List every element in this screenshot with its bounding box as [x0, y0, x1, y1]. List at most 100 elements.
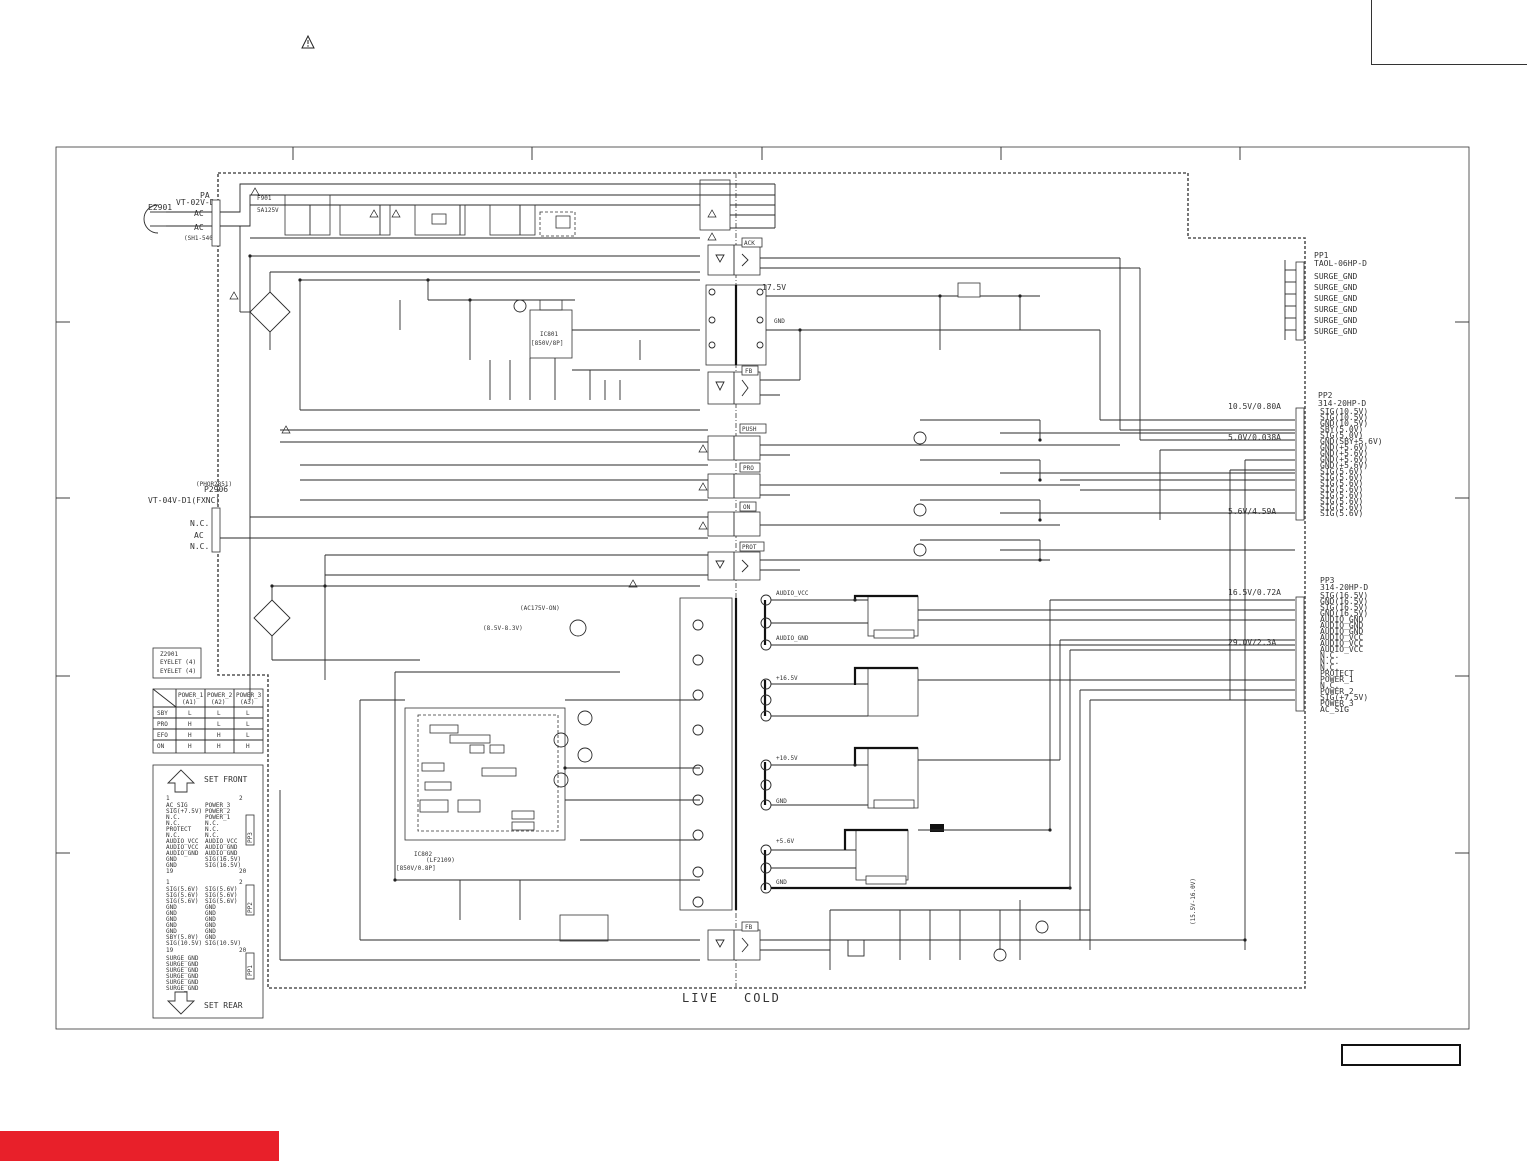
- label-audio-gnd: AUDIO_GND: [776, 635, 809, 642]
- pp3-rating1: 16.5V/0.72A: [1228, 588, 1281, 597]
- pp1-pin: SURGE_GND: [1314, 316, 1358, 325]
- pp2-pin: SIG(5.6V): [1320, 503, 1363, 512]
- group2-left-list: SIG(5.6V) SIG(5.6V) SIG(5.6V) GND GND GN…: [166, 886, 202, 947]
- power-state-table: [152, 688, 264, 754]
- pin-label: GND: [205, 922, 216, 929]
- ic-sub-block: [559, 914, 609, 942]
- photocoupler-ack: [707, 244, 761, 276]
- set-rear-label: SET REAR: [204, 1001, 243, 1010]
- vert-note: (15.5V-16.0V): [1190, 878, 1197, 925]
- pin-label: POWER_2: [205, 808, 231, 815]
- control-wiring: [279, 671, 700, 961]
- pp1-title: PP1: [1314, 251, 1329, 260]
- v-note: (8.5V-8.3V): [483, 625, 523, 632]
- pp2-pin-list: SIG(10.5V) SIG(10.5V) GND(10.5V) SBY(5.0…: [1320, 407, 1383, 518]
- pin-label: SIG(16.5V): [205, 856, 241, 863]
- relay-pro: [707, 473, 761, 499]
- pp2-pin: GND(SBY+5.6V): [1320, 437, 1383, 446]
- table-cell: H: [188, 721, 192, 728]
- pin-label: GND: [166, 910, 177, 917]
- warning-triangle-icon: [301, 34, 315, 49]
- grid-ticks: [56, 147, 1469, 854]
- eyelet-box: [152, 647, 202, 679]
- pp2-pin: SIG(5.6V): [1320, 479, 1363, 488]
- table-cell: H: [188, 743, 192, 750]
- ic-main-box: [529, 309, 573, 359]
- pin-label: PROTECT: [166, 826, 192, 833]
- pin-label: SIG(5.6V): [205, 892, 238, 899]
- pb-nc1: N.C.: [190, 519, 209, 528]
- label-live: LIVE: [682, 991, 719, 1005]
- pin-number: 19: [166, 868, 174, 875]
- pp1-pin: SURGE_GND: [1314, 272, 1358, 281]
- pin-label: N.C.: [205, 826, 219, 833]
- pin-label: GND: [166, 904, 177, 911]
- label-audio-vcc: AUDIO_VCC: [776, 590, 809, 597]
- pin-label: AC_SIG: [166, 802, 188, 809]
- pp3-pin: SIG(+7.5V): [1320, 693, 1368, 702]
- pin-label: SURGE_GND: [166, 955, 199, 962]
- table-cell: H: [217, 743, 221, 750]
- relay-on: [707, 511, 761, 537]
- label-cold: COLD: [744, 991, 781, 1005]
- eyelet-l3: EYELET (4): [160, 668, 196, 675]
- connector-pp3: [1295, 596, 1305, 712]
- pin-number: 1: [166, 879, 170, 886]
- output-wiring: [771, 599, 1295, 950]
- label-17-5v: 17.5V: [762, 283, 786, 292]
- table-header: POWER_1: [178, 692, 204, 699]
- connector-pp1: [1295, 261, 1305, 341]
- pin-label: SIG(5.6V): [166, 898, 199, 905]
- pp2-pin: GND(10.5V): [1320, 419, 1368, 428]
- label-gnd2: GND: [776, 798, 787, 805]
- pin-label: GND: [205, 934, 216, 941]
- arrow-up-icon: [166, 769, 196, 793]
- label-prot: PROT: [742, 544, 757, 551]
- pp3-pin: AC_SIG: [1320, 705, 1349, 714]
- arrow-down-icon: [166, 991, 196, 1015]
- pin-number: 2: [239, 879, 243, 886]
- pb-nc2: N.C.: [190, 542, 209, 551]
- pin-label: N.C.: [205, 820, 219, 827]
- pp1-pin: SURGE_GND: [1314, 305, 1358, 314]
- label-on: ON: [743, 504, 751, 511]
- label-16-5v: +16.5V: [776, 675, 798, 682]
- ac-note: (AC175V-ON): [520, 605, 560, 612]
- table-cell: H: [188, 732, 192, 739]
- pa-ac1: AC: [194, 209, 204, 218]
- group1-right-list: POWER_3 POWER_2 POWER_1 N.C. N.C. N.C. A…: [205, 802, 241, 869]
- ic-main-part: [850V/8P]: [531, 340, 564, 347]
- page-number-box: [1341, 1044, 1461, 1066]
- pp3-pin: GND(16.5V): [1320, 597, 1368, 606]
- pp2-pin: SIG(5.6V): [1320, 485, 1363, 494]
- plug-label: E2901: [148, 203, 172, 212]
- pin-number: 19: [166, 947, 174, 954]
- pin-number: 20: [239, 868, 247, 875]
- table-header: POWER_3: [236, 692, 262, 699]
- pp3-pin: AUDIO_VCC: [1320, 633, 1364, 642]
- table-subheader: (A3): [240, 699, 254, 706]
- group1-left-list: AC_SIG SIG(+7.5V) N.C. N.C. PROTECT N.C.…: [166, 802, 202, 869]
- control-ic-block: [404, 707, 593, 841]
- pin-label: SIG(10.5V): [166, 940, 202, 947]
- pin-label: POWER_1: [205, 814, 231, 821]
- pp2-pin: SIG(5.6V): [1320, 467, 1363, 476]
- photocoupler-fb2: [707, 929, 761, 961]
- pp2-pin: SIG(5.6V): [1320, 509, 1363, 518]
- pin-legend-box: [152, 764, 264, 1019]
- pin-label: SBY(5.0V): [166, 934, 199, 941]
- pin-label: SURGE_GND: [166, 979, 199, 986]
- pp2-pin: SIG(5.6V): [1320, 491, 1363, 500]
- pin-label: SIG(5.6V): [205, 886, 238, 893]
- group-tag: PP1: [247, 965, 254, 976]
- ic-main-label: IC801: [540, 331, 558, 338]
- pin-label: GND: [166, 862, 177, 869]
- pp2-pin: SIG(5.6V): [1320, 473, 1363, 482]
- pp3-part: 314-20HP-D: [1320, 583, 1368, 592]
- photocoupler-prot: [707, 551, 761, 581]
- footer-accent-bar: [0, 1131, 279, 1161]
- table-cell: H: [217, 732, 221, 739]
- pa-note: (SH1-5407): [184, 235, 220, 242]
- pp2-title: PP2: [1318, 391, 1333, 400]
